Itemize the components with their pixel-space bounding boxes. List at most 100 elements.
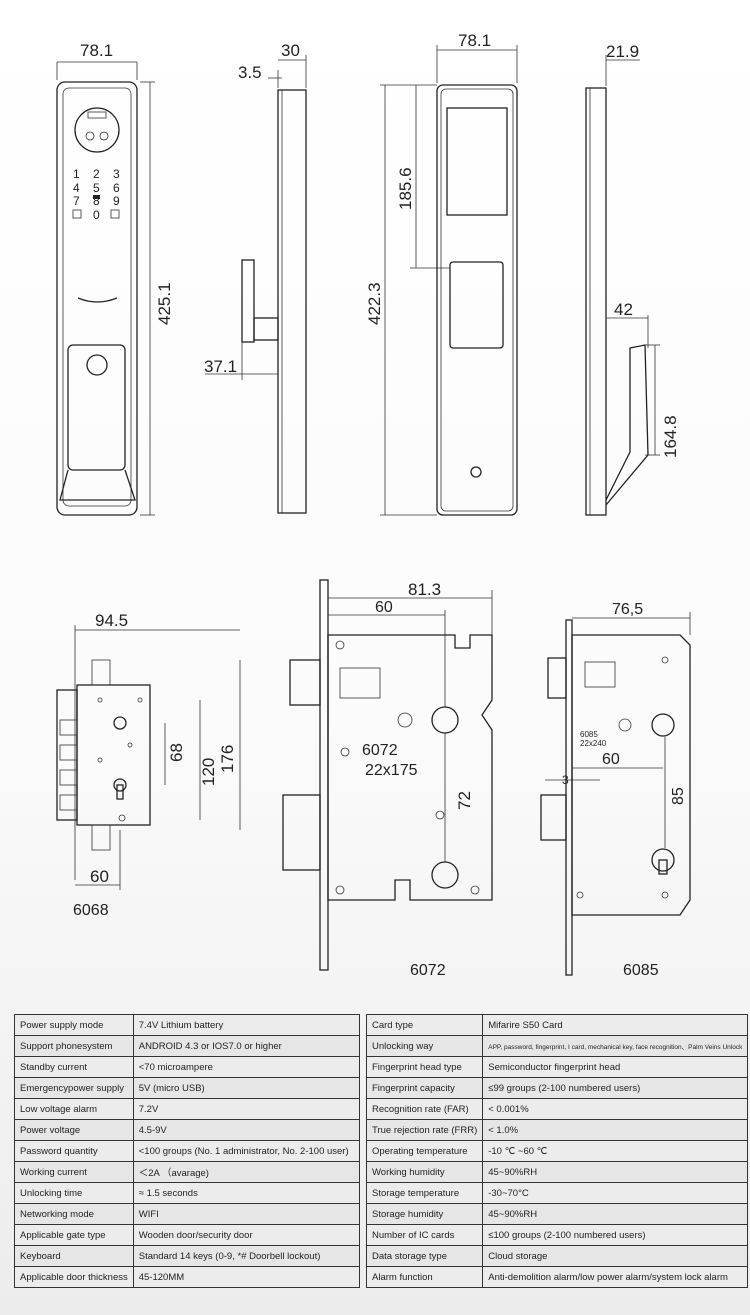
dim-6068-d2: 120	[199, 758, 218, 786]
spec-value: Mifarire S50 Card	[482, 1014, 749, 1036]
key-8: 8	[93, 194, 100, 208]
model-label-6085: 6085	[623, 962, 659, 979]
table-row: True rejection rate (FRR)< 1.0%	[365, 1119, 749, 1141]
spec-label: Storage humidity	[365, 1203, 484, 1225]
spec-value: Standard 14 keys (0-9, *# Doorbell locko…	[132, 1245, 361, 1267]
dim-handle-depth: 42	[614, 300, 633, 319]
spec-value: 7.4V Lithium battery	[132, 1014, 361, 1036]
table-row: Recognition rate (FAR)< 0.001%	[365, 1098, 749, 1120]
dim-front-height: 425.1	[155, 282, 174, 325]
back-view: 78.1 185.6 422.3	[365, 31, 518, 516]
model-label-6068: 6068	[73, 902, 109, 919]
spec-label: Emergencypower supply	[14, 1077, 134, 1099]
screw-icon	[470, 466, 482, 478]
mortise-6068: 94.5 68 120 176 60 6068	[56, 611, 241, 919]
spec-label: Data storage type	[365, 1245, 484, 1267]
dim-6072-center: 72	[455, 791, 474, 810]
spec-6072-model: 6072	[362, 742, 398, 759]
spec-value: < 1.0%	[482, 1119, 749, 1141]
spec-label: Operating temperature	[365, 1140, 484, 1162]
dim-6068-backset: 60	[90, 867, 109, 886]
spec-value: < 0.001%	[482, 1098, 749, 1120]
key-7: 7	[73, 194, 80, 208]
spec-label: Fingerprint capacity	[365, 1077, 484, 1099]
key-2: 2	[93, 167, 100, 181]
dim-back-screen-height: 185.6	[396, 167, 415, 210]
technical-drawing: 1 2 3 4 5 6 7 8 9 0 78.1 425.1 30	[56, 31, 691, 979]
key-9: 9	[113, 194, 120, 208]
spec-label: Power voltage	[14, 1119, 134, 1141]
table-row: Storage temperature-30~70°C	[365, 1182, 749, 1204]
spec-label: Support phonesystem	[14, 1035, 134, 1057]
table-row: Standby current<70 microampere	[14, 1056, 361, 1078]
spec-label: Unlocking way	[365, 1035, 484, 1057]
spec-label: Applicable door thickness	[14, 1266, 134, 1288]
dim-side-offset: 3.5	[238, 63, 262, 82]
side-view: 30 3.5 37.1	[204, 41, 307, 514]
spec-value: ANDROID 4.3 or IOS7.0 or higher	[132, 1035, 361, 1057]
mortise-6085: 76,5 6085 22x240 60 3 85 6085	[540, 601, 691, 979]
dim-side-handle-depth: 37.1	[204, 357, 237, 376]
spec-6085-model: 6085	[580, 730, 598, 739]
dim-side-handle-thickness: 21.9	[606, 42, 639, 61]
spec-value: ≤99 groups (2-100 numbered users)	[482, 1077, 749, 1099]
table-row: Working current＜2A （avarage)	[14, 1161, 361, 1183]
table-row: Unlocking time≈ 1.5 seconds	[14, 1182, 361, 1204]
mortise-6072: 81.3 60 72 6072 22x175 6072	[282, 579, 493, 979]
spec-label: Working current	[14, 1161, 134, 1183]
dim-back-width: 78.1	[458, 31, 491, 50]
dim-6068-d1: 68	[167, 743, 186, 762]
spec-value: 4.5-9V	[132, 1119, 361, 1141]
dim-6068-d3: 176	[218, 745, 237, 773]
spec-value: Anti-demolition alarm/low power alarm/sy…	[482, 1266, 749, 1288]
screen	[446, 107, 508, 216]
spec-label: Standby current	[14, 1056, 134, 1078]
spec-value: 45-120MM	[132, 1266, 361, 1288]
spec-6085-size: 22x240	[580, 739, 607, 748]
spec-label: Power supply mode	[14, 1014, 134, 1036]
dim-side-thickness: 30	[281, 41, 300, 60]
key-0: 0	[93, 208, 100, 222]
dim-handle-length: 164.8	[661, 415, 680, 458]
table-row: Number of IC cards≤100 groups (2-100 num…	[365, 1224, 749, 1246]
key-6: 6	[113, 181, 120, 195]
spec-label: Password quantity	[14, 1140, 134, 1162]
dim-6085-offset: 3	[562, 773, 569, 787]
dim-6072-backset: 60	[375, 599, 393, 616]
dim-6085-backset: 60	[602, 751, 620, 768]
key-3: 3	[113, 167, 120, 181]
dim-6085-center: 85	[670, 787, 687, 805]
spec-label: Storage temperature	[365, 1182, 484, 1204]
spec-value: 45~90%RH	[482, 1161, 749, 1183]
front-view: 1 2 3 4 5 6 7 8 9 0 78.1 425.1	[56, 41, 174, 516]
key-1: 1	[73, 167, 80, 181]
spec-value: ＜2A （avarage)	[132, 1161, 361, 1183]
key-4: 4	[73, 181, 80, 195]
bell-icon	[110, 209, 120, 219]
spec-value: ≤100 groups (2-100 numbered users)	[482, 1224, 749, 1246]
spec-label: Number of IC cards	[365, 1224, 484, 1246]
spec-label: Recognition rate (FAR)	[365, 1098, 484, 1120]
spec-value: -10 ℃ ~60 ℃	[482, 1140, 749, 1162]
spec-value: 5V (micro USB)	[132, 1077, 361, 1099]
spec-6072-size: 22x175	[365, 762, 418, 779]
side-handle-view: 21.9 42 164.8	[585, 42, 680, 516]
spec-value: Wooden door/security door	[132, 1224, 361, 1246]
spec-label: Keyboard	[14, 1245, 134, 1267]
dim-6072-width: 81.3	[408, 580, 441, 599]
table-row: Fingerprint capacity≤99 groups (2-100 nu…	[365, 1077, 749, 1099]
